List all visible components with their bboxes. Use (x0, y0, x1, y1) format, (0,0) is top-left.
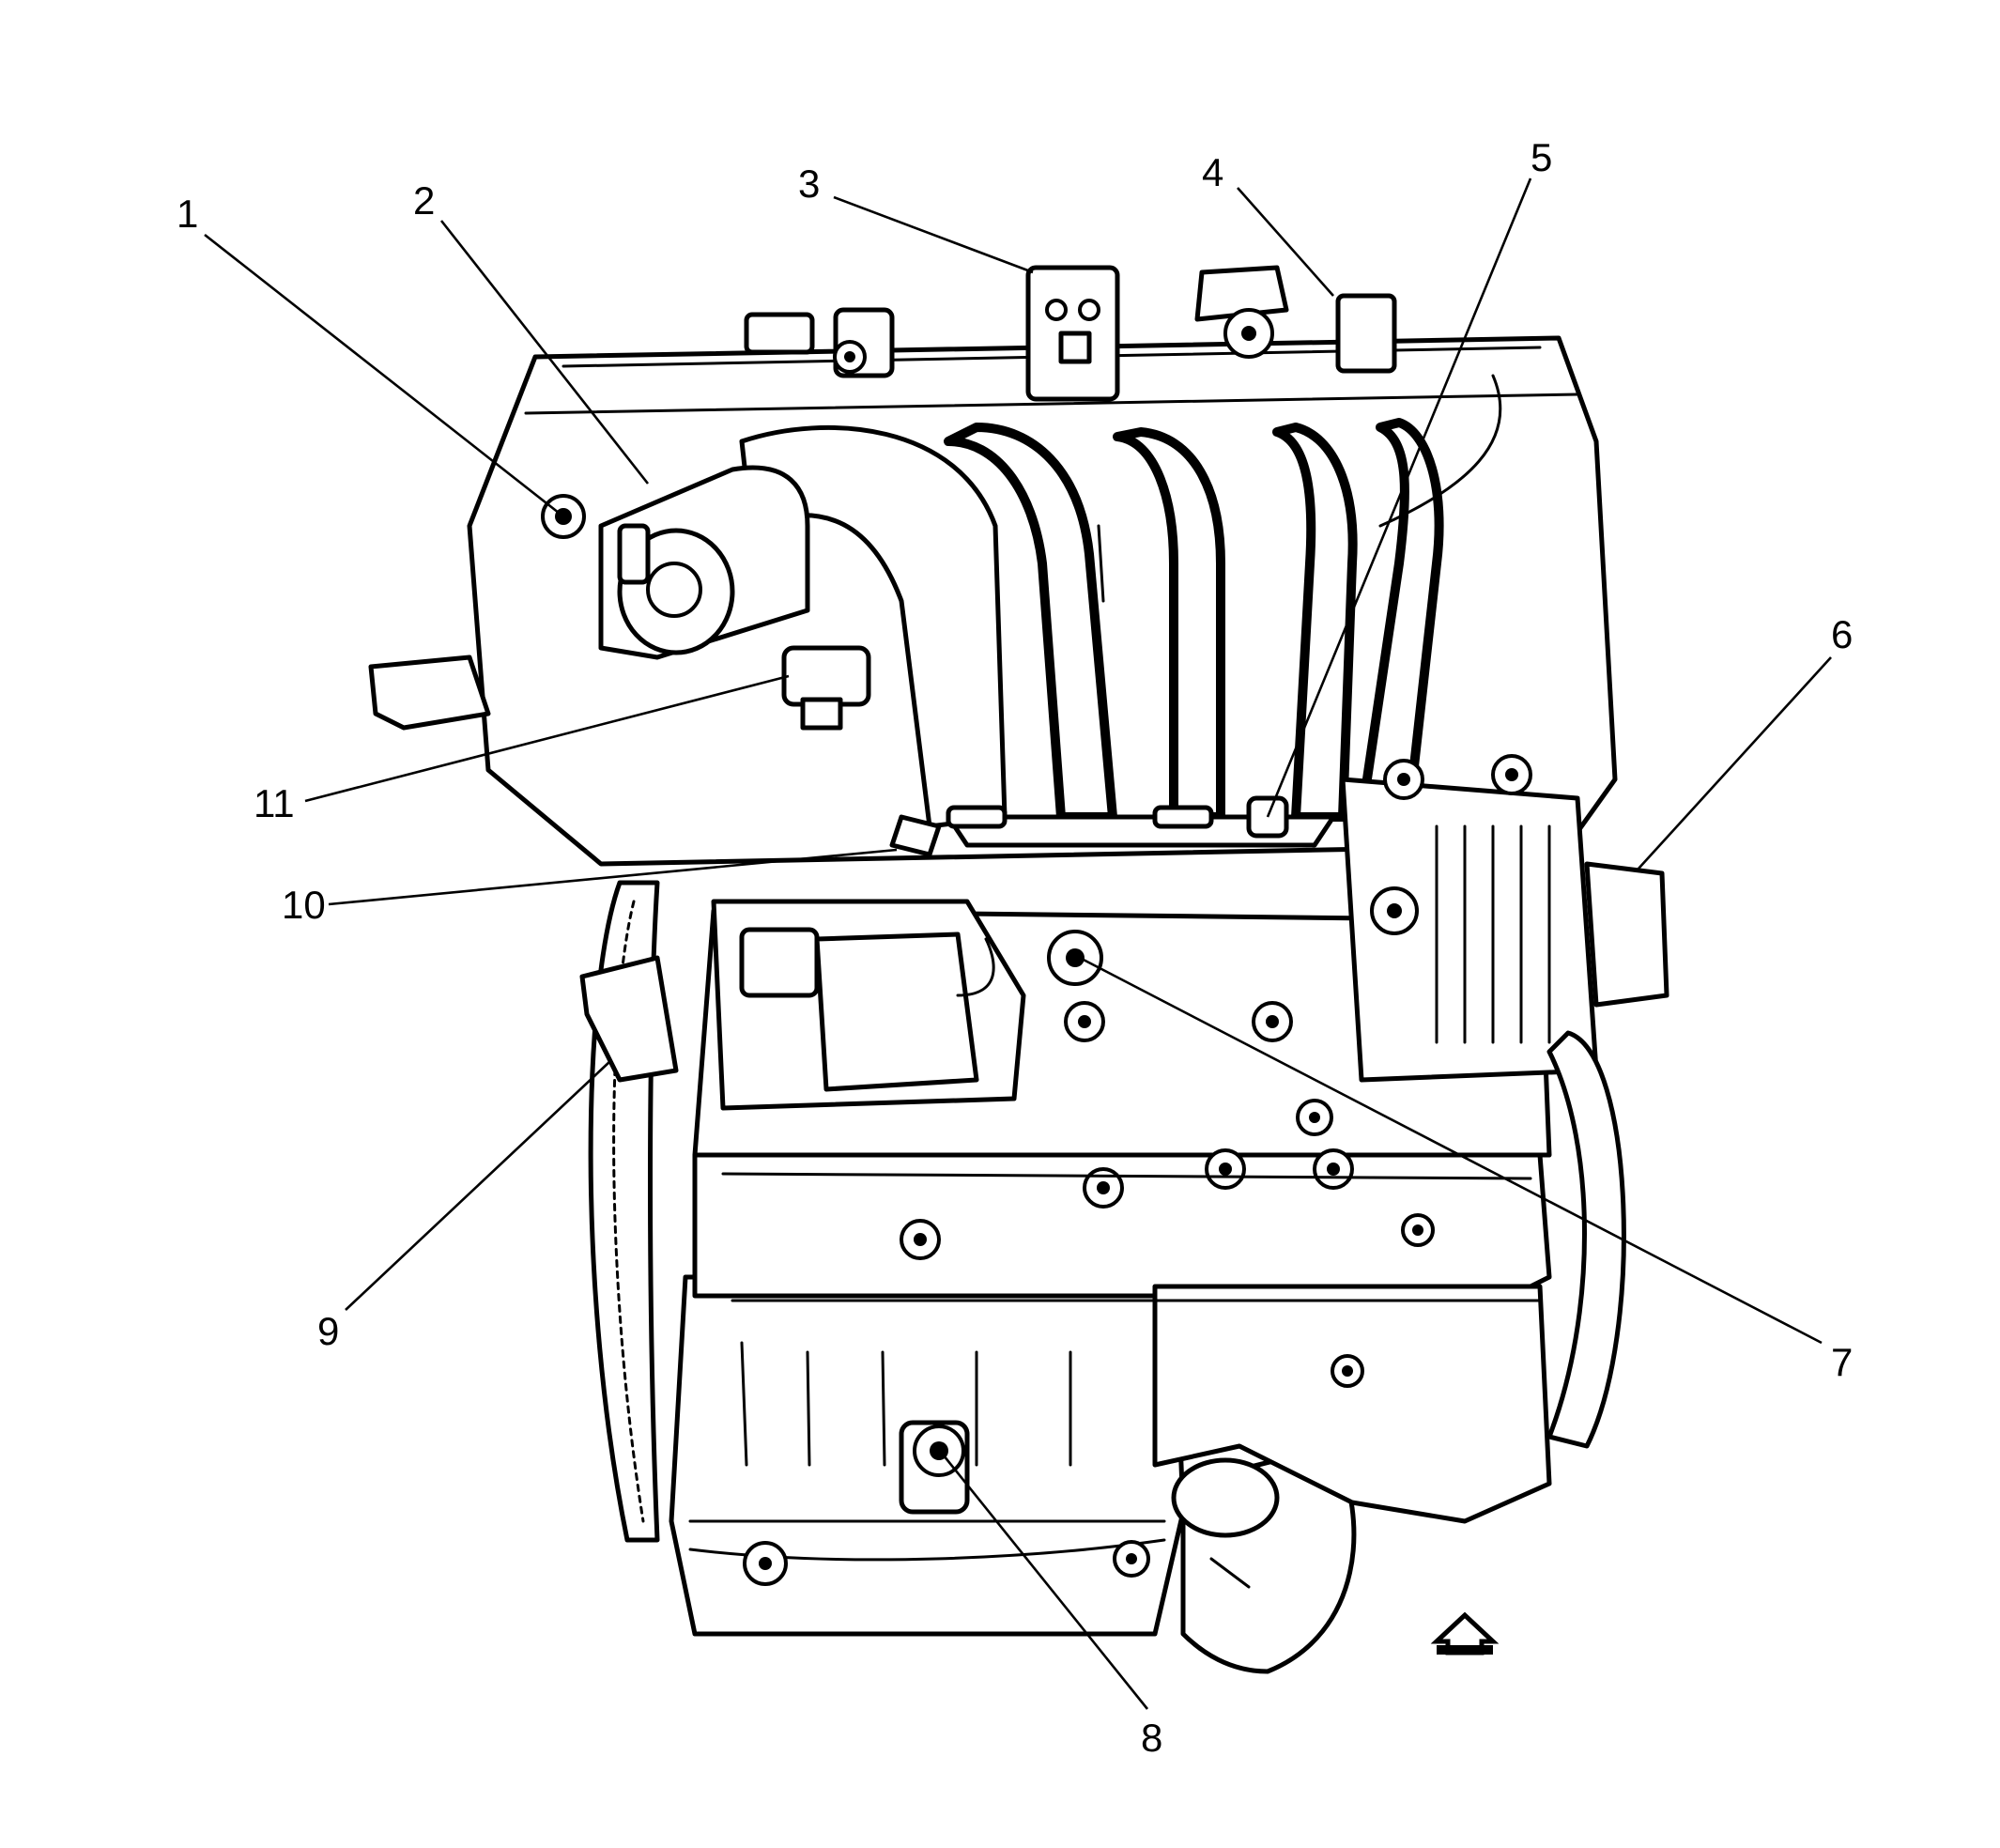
callout-11: 11 (254, 781, 295, 825)
oil-drain-plug (899, 1420, 970, 1515)
leader-11 (304, 674, 790, 803)
leader-8 (942, 1455, 1149, 1710)
leader-6 (1638, 656, 1832, 870)
callout-8: 8 (1141, 1716, 1162, 1760)
flywheel-housing (579, 955, 679, 1083)
engine-illustration (368, 265, 1669, 1674)
starter-motor (711, 814, 1026, 1111)
callout-7: 7 (1831, 1340, 1853, 1384)
callout-3: 3 (798, 162, 820, 206)
callout-1: 1 (177, 192, 198, 236)
leader-10 (328, 848, 898, 906)
callout-5: 5 (1531, 135, 1552, 179)
leader-4 (1237, 187, 1334, 297)
callout-4: 4 (1202, 150, 1223, 194)
callout-2: 2 (413, 178, 435, 223)
leader-1 (204, 233, 564, 518)
crank-pulley (1546, 1030, 1626, 1449)
front-view-arrow-icon (1430, 1611, 1500, 1656)
alternator (1340, 754, 1669, 1083)
leader-lines (204, 177, 1832, 1710)
callout-labels: 1 2 3 4 5 6 7 8 9 10 11 (177, 135, 1853, 1760)
leader-3 (833, 195, 1034, 274)
callout-6: 6 (1831, 612, 1853, 656)
throttle-body (598, 465, 810, 660)
leader-9 (345, 1060, 611, 1311)
callout-9: 9 (317, 1309, 339, 1353)
callout-10: 10 (282, 883, 326, 927)
crank-sensor (1047, 930, 1103, 986)
leader-2 (439, 220, 650, 485)
leader-7 (1079, 956, 1823, 1345)
intake-manifold (739, 418, 1444, 848)
top-sensors (744, 265, 1397, 402)
leader-5 (1266, 177, 1532, 818)
